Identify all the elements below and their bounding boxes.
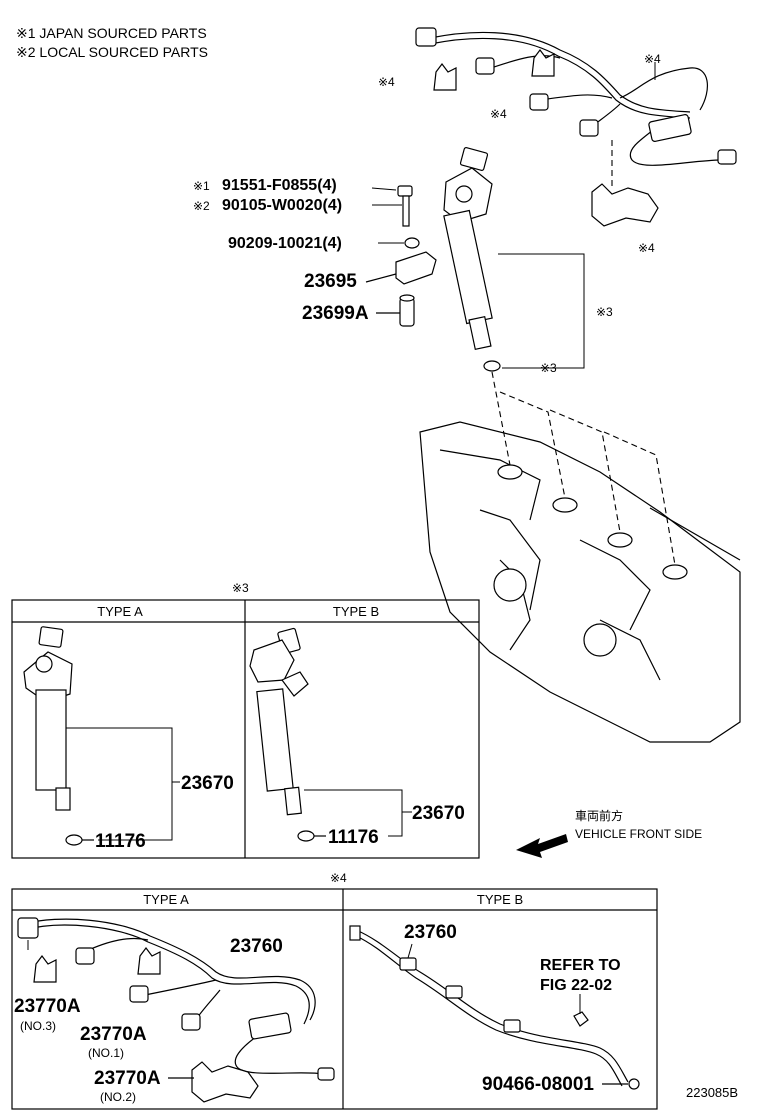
note-japan-sourced: ※1 JAPAN SOURCED PARTS (16, 25, 207, 41)
injector-type-a-header: TYPE A (97, 604, 143, 619)
injector-type-b-drawing (249, 627, 315, 842)
callout-mark3-a: ※3 (596, 305, 613, 319)
main-injector-drawing (443, 147, 501, 372)
part-bolt-japan: 91551-F0855(4) (222, 177, 337, 194)
part-clip-no2: 23770A (94, 1068, 161, 1089)
part-clip-no2-label: (NO.2) (100, 1090, 136, 1104)
injector-type-a-drawing (23, 626, 83, 846)
callout-mark3-box: ※3 (232, 581, 249, 595)
callout-mark2: ※2 (193, 199, 210, 213)
callout-mark4-d: ※4 (638, 241, 655, 255)
part-clamp: 23695 (304, 271, 357, 292)
vehicle-front-arrow-icon (516, 834, 568, 858)
callout-mark4-b: ※4 (490, 107, 507, 121)
direction-label-en: VEHICLE FRONT SIDE (575, 827, 702, 841)
callout-mark4-c: ※4 (644, 52, 661, 66)
callout-mark4-a: ※4 (378, 75, 395, 89)
part-sleeve: 23699A (302, 303, 369, 324)
part-injector-type-a: 23670 (181, 773, 234, 794)
note-local-sourced: ※2 LOCAL SOURCED PARTS (16, 44, 208, 60)
refer-fig-label: FIG 22-02 (540, 977, 612, 994)
refer-to-label: REFER TO (540, 957, 621, 974)
callout-mark1: ※1 (193, 179, 210, 193)
harness-type-box (11, 888, 658, 1110)
injector-type-box (11, 599, 480, 859)
part-injector-type-b: 23670 (412, 803, 465, 824)
callout-mark3-b: ※3 (540, 361, 557, 375)
figure-id: 223085B (686, 1085, 738, 1100)
part-harness-type-a: 23760 (230, 936, 283, 957)
part-bolt-local: 90105-W0020(4) (222, 197, 342, 214)
engine-block-drawing (419, 421, 741, 743)
harness-type-b-drawing (349, 925, 640, 1090)
part-gasket-type-b: 11176 (328, 827, 379, 848)
hardware-drawing (395, 185, 437, 327)
part-bracket: 90466-08001 (482, 1074, 594, 1095)
part-gasket-type-a: 11176 (95, 831, 146, 852)
harness-type-a-drawing (17, 917, 335, 1103)
callout-mark4-box: ※4 (330, 871, 347, 885)
top-harness-drawing (415, 27, 737, 227)
part-clip-no1: 23770A (80, 1024, 147, 1045)
part-clip-no1-label: (NO.1) (88, 1046, 124, 1060)
part-clip-no3: 23770A (14, 996, 81, 1017)
direction-label-jp: 車両前方 (575, 808, 623, 823)
part-clip-no3-label: (NO.3) (20, 1019, 56, 1033)
injector-type-b-header: TYPE B (333, 604, 379, 619)
part-washer: 90209-10021(4) (228, 235, 342, 252)
harness-type-a-header: TYPE A (143, 892, 189, 907)
harness-type-b-header: TYPE B (477, 892, 523, 907)
part-harness-type-b: 23760 (404, 922, 457, 943)
